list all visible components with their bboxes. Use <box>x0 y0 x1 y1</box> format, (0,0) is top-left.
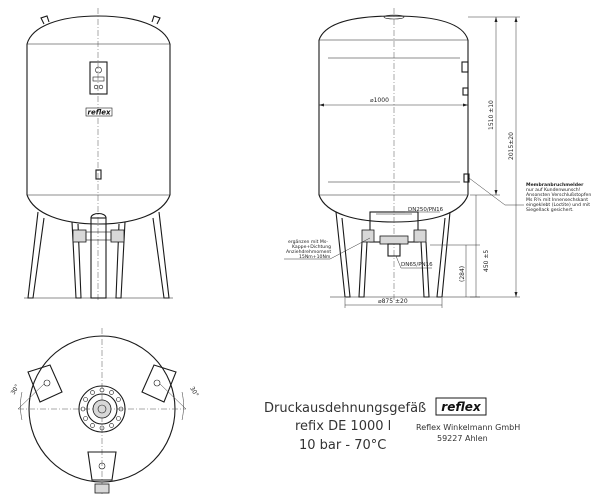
angle-right: 30° <box>188 386 199 399</box>
title-logo: reflex <box>441 400 482 414</box>
membrane-note-line: Siegellack gesichert. <box>526 207 574 213</box>
label-dn250: DN250/PN16 <box>408 207 444 213</box>
flange-note-line: 15Nm+10Nm <box>299 254 331 260</box>
bolt-hole <box>109 390 114 395</box>
membrane-note-line: Ms R¾ mit Innensechskant <box>526 197 588 203</box>
flange-note: ergänzen mit Ms- Kappe+Dichtung Anziehdr… <box>286 239 331 260</box>
side-view: ⌀1000 2015±20 1510 ±10 450 ±5 (284) <box>284 8 524 308</box>
bottom-view: 30° 30° <box>10 328 200 494</box>
bolt-hole <box>83 416 88 421</box>
front-view: reflex <box>24 8 173 300</box>
bolt-hole <box>90 390 95 395</box>
company-name: Reflex Winkelmann GmbH <box>416 423 520 432</box>
dim-1510: 1510 ±10 <box>488 100 495 130</box>
membrane-note: Membranbruchmelder nur auf Kundenwunsch!… <box>526 182 591 213</box>
bolt-hole <box>80 406 86 412</box>
angle-left: 30° <box>10 383 21 396</box>
title-line2: refix DE 1000 l <box>295 419 391 434</box>
membrane-note-line: Membranbruchmelder <box>526 182 584 188</box>
title-line1: Druckausdehnungsgefäß <box>264 401 426 416</box>
title-block: Druckausdehnungsgefäß refix DE 1000 l 10… <box>264 397 520 453</box>
flange-note-line: Anziehdrehmoment <box>286 249 331 255</box>
dim-450: 450 ±5 <box>483 250 490 272</box>
dim-2015: 2015±20 <box>508 132 515 160</box>
bolt-hole <box>118 406 124 412</box>
membrane-note-line: Ansonsten Verschlußstopfen <box>526 192 591 198</box>
membrane-note-line: nur auf Kundenwunsch! <box>526 187 581 193</box>
label-dn65: DN65/PN16 <box>401 262 433 268</box>
bolt-hole <box>99 425 105 431</box>
membrane-note-line: eingeklebt (Loctite) und mit <box>526 202 590 208</box>
flange-note-line: ergänzen mit Ms- <box>288 239 328 245</box>
dim-284: (284) <box>459 266 466 282</box>
dim-875: ⌀875 ±20 <box>378 298 408 305</box>
bolt-circle <box>80 387 124 431</box>
flange-note-line: Kappe+Dichtung <box>292 244 331 250</box>
front-logo-box <box>85 107 113 117</box>
bolt-hole <box>116 416 121 421</box>
company-city: 59227 Ahlen <box>437 434 488 443</box>
bolt-hole <box>99 387 105 393</box>
front-logo: reflex <box>88 109 111 117</box>
bolt-hole <box>83 397 88 402</box>
bolt-hole <box>109 423 114 428</box>
dim-diameter: ⌀1000 <box>370 97 389 104</box>
bolt-hole <box>116 397 121 402</box>
bolt-hole <box>90 423 95 428</box>
title-line3: 10 bar - 70°C <box>299 438 386 453</box>
title-logo-box <box>435 397 487 416</box>
